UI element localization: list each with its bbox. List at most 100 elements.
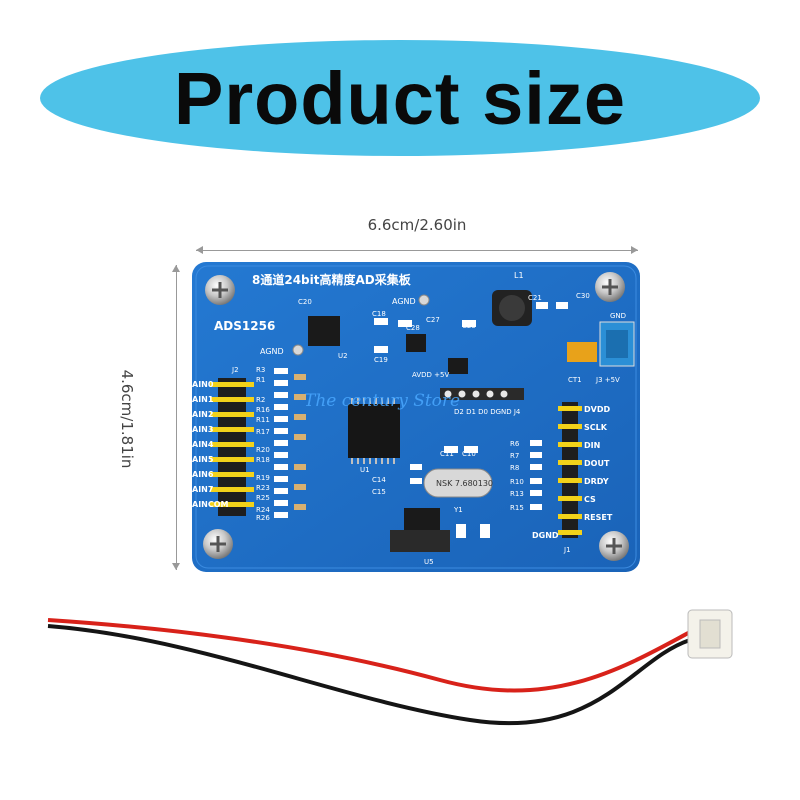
svg-text:J1: J1 xyxy=(563,546,571,554)
svg-text:U1: U1 xyxy=(360,466,370,474)
svg-text:R7: R7 xyxy=(510,452,519,460)
chip-u4 xyxy=(448,358,468,374)
svg-text:R24: R24 xyxy=(256,506,270,514)
resistor-labels: R3 R1 R2 R16 R11 R17 R20 R18 R19 R23 R25… xyxy=(256,366,270,522)
svg-text:L1: L1 xyxy=(514,271,524,280)
svg-text:R15: R15 xyxy=(510,504,524,512)
board-title: 8通道24bit高精度AD采集板 xyxy=(252,272,412,287)
svg-text:C30: C30 xyxy=(576,292,590,300)
jst-connector xyxy=(687,609,733,659)
svg-text:DRDY: DRDY xyxy=(584,477,609,486)
svg-text:R20: R20 xyxy=(256,446,270,454)
chip-u3 xyxy=(406,334,426,352)
screw-icon xyxy=(203,529,233,559)
svg-text:R6: R6 xyxy=(510,440,520,448)
svg-text:R8: R8 xyxy=(510,464,519,472)
digital-signal-header-j1: J1 xyxy=(558,402,582,554)
power-connector-j3: GND J3 +5V xyxy=(595,312,635,384)
cable-image xyxy=(47,609,733,726)
svg-text:AIN0: AIN0 xyxy=(192,380,214,389)
tantalum-capacitor xyxy=(567,342,597,362)
svg-text:C27: C27 xyxy=(426,316,440,324)
svg-text:C28: C28 xyxy=(406,324,420,332)
right-resistor-labels: R6 R7 R8 R10 R13 R15 xyxy=(510,440,524,512)
pcb-substrate xyxy=(192,262,640,572)
svg-text:DIN: DIN xyxy=(584,441,600,450)
right-smd-components xyxy=(530,440,542,510)
svg-text:C14: C14 xyxy=(372,476,386,484)
svg-text:DVDD: DVDD xyxy=(584,405,610,414)
svg-text:R25: R25 xyxy=(256,494,270,502)
top-component-labels: C20 C18 C27 C28 C25 C19 C21 C30 C11 C10 … xyxy=(298,292,590,496)
svg-text:C25: C25 xyxy=(462,322,476,330)
svg-text:NSK 7.680130: NSK 7.680130 xyxy=(436,479,493,488)
svg-text:AIN7: AIN7 xyxy=(192,485,213,494)
chip-u2 xyxy=(308,316,340,346)
svg-text:R16: R16 xyxy=(256,406,270,414)
crystal-oscillator: NSK 7.680130 Y1 xyxy=(423,468,493,514)
agnd-label-top: AGND xyxy=(392,297,416,306)
analog-input-header-j2: J2 xyxy=(210,366,254,516)
ain-labels: AIN0 AIN1 AIN2 AIN3 AIN4 AIN5 AIN6 AIN7 … xyxy=(192,380,229,509)
svg-text:SCLK: SCLK xyxy=(584,423,608,432)
svg-text:R18: R18 xyxy=(256,456,270,464)
svg-text:R17: R17 xyxy=(256,428,270,436)
inductor-l1: L1 xyxy=(492,271,532,326)
top-smd-components xyxy=(374,302,568,538)
svg-text:U5: U5 xyxy=(424,558,434,566)
svg-text:R19: R19 xyxy=(256,474,270,482)
header-j4: D2 D1 D0 DGND J4 xyxy=(440,388,524,416)
svg-text:J2: J2 xyxy=(231,366,239,374)
screw-icon xyxy=(595,272,625,302)
svg-text:R23: R23 xyxy=(256,484,270,492)
svg-text:C10: C10 xyxy=(462,450,476,458)
svg-text:R11: R11 xyxy=(256,416,270,424)
svg-text:DOUT: DOUT xyxy=(584,459,610,468)
svg-text:GND: GND xyxy=(610,312,626,320)
title-banner: Product size xyxy=(40,40,760,156)
height-dimension-line xyxy=(172,265,180,570)
svg-text:RESET: RESET xyxy=(584,513,613,522)
svg-text:AIN4: AIN4 xyxy=(192,440,214,449)
svg-text:C20: C20 xyxy=(298,298,312,306)
svg-text:C18: C18 xyxy=(372,310,386,318)
svg-text:AIN6: AIN6 xyxy=(192,470,214,479)
dgnd-label: DGND xyxy=(532,531,559,540)
svg-text:R2: R2 xyxy=(256,396,265,404)
screw-icon xyxy=(205,275,235,305)
svg-text:R10: R10 xyxy=(510,478,524,486)
smd-components xyxy=(274,368,306,518)
svg-text:J3 +5V: J3 +5V xyxy=(595,376,620,384)
svg-text:U2: U2 xyxy=(338,352,348,360)
svg-text:AIN3: AIN3 xyxy=(192,425,213,434)
svg-text:C15: C15 xyxy=(372,488,386,496)
screw-icon xyxy=(599,531,629,561)
svg-text:R26: R26 xyxy=(256,514,270,522)
svg-text:D2 D1 D0 DGND J4: D2 D1 D0 DGND J4 xyxy=(454,408,521,416)
width-dimension-line xyxy=(196,246,638,254)
adc-chip-u1: U1 xyxy=(348,398,400,474)
width-dimension-label: 6.6cm/2.60in xyxy=(367,216,467,234)
agnd-label-left: AGND xyxy=(260,347,284,356)
svg-text:C21: C21 xyxy=(528,294,542,302)
svg-text:Y1: Y1 xyxy=(453,506,463,514)
pcb-board-image: 8通道24bit高精度AD采集板 ADS1256 AGND AGND L1 U2… xyxy=(192,262,640,572)
svg-text:AINCOM: AINCOM xyxy=(192,500,229,509)
height-dimension-label: 4.6cm/1.81in xyxy=(118,369,136,469)
svg-text:C19: C19 xyxy=(374,356,388,364)
svg-text:AIN2: AIN2 xyxy=(192,410,213,419)
board-model: ADS1256 xyxy=(214,319,275,333)
svg-text:AIN1: AIN1 xyxy=(192,395,214,404)
svg-text:R13: R13 xyxy=(510,490,524,498)
svg-text:C11: C11 xyxy=(440,450,454,458)
avdd-label: AVDD +5V xyxy=(412,371,449,379)
svg-text:R1: R1 xyxy=(256,376,265,384)
svg-text:AIN5: AIN5 xyxy=(192,455,214,464)
store-watermark: The century Store xyxy=(304,391,460,411)
regulator-u5: U5 xyxy=(390,508,450,566)
svg-text:CT1: CT1 xyxy=(568,376,582,384)
signal-labels: DVDD SCLK DIN DOUT DRDY CS RESET xyxy=(584,405,613,522)
svg-text:R3: R3 xyxy=(256,366,265,374)
svg-text:CS: CS xyxy=(584,495,596,504)
banner-title: Product size xyxy=(174,56,626,140)
